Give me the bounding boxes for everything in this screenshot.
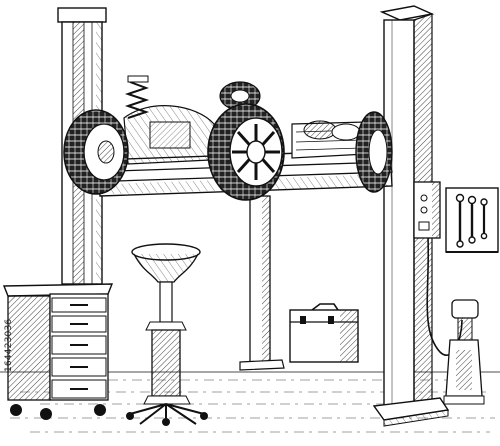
- coil-spring: [124, 75, 150, 119]
- lift-arm-post: [239, 195, 285, 371]
- stock-id-label: 164423036: [4, 318, 14, 372]
- wheel-center: [207, 103, 285, 201]
- wrench-icon: [455, 193, 465, 248]
- wrench-icon: [480, 198, 488, 240]
- cart-caster-wheels: [10, 404, 106, 420]
- tool-wall-board: [445, 187, 499, 253]
- tool-case: [289, 303, 359, 363]
- air-impact-tool: [443, 299, 485, 405]
- car-chassis: [83, 75, 393, 197]
- wrench-icon: [467, 195, 477, 244]
- wheel-rear-right: [355, 111, 393, 193]
- oil-drain-stand: [126, 243, 208, 426]
- tool-cart: [2, 283, 114, 420]
- wheel-front-left: [63, 109, 129, 195]
